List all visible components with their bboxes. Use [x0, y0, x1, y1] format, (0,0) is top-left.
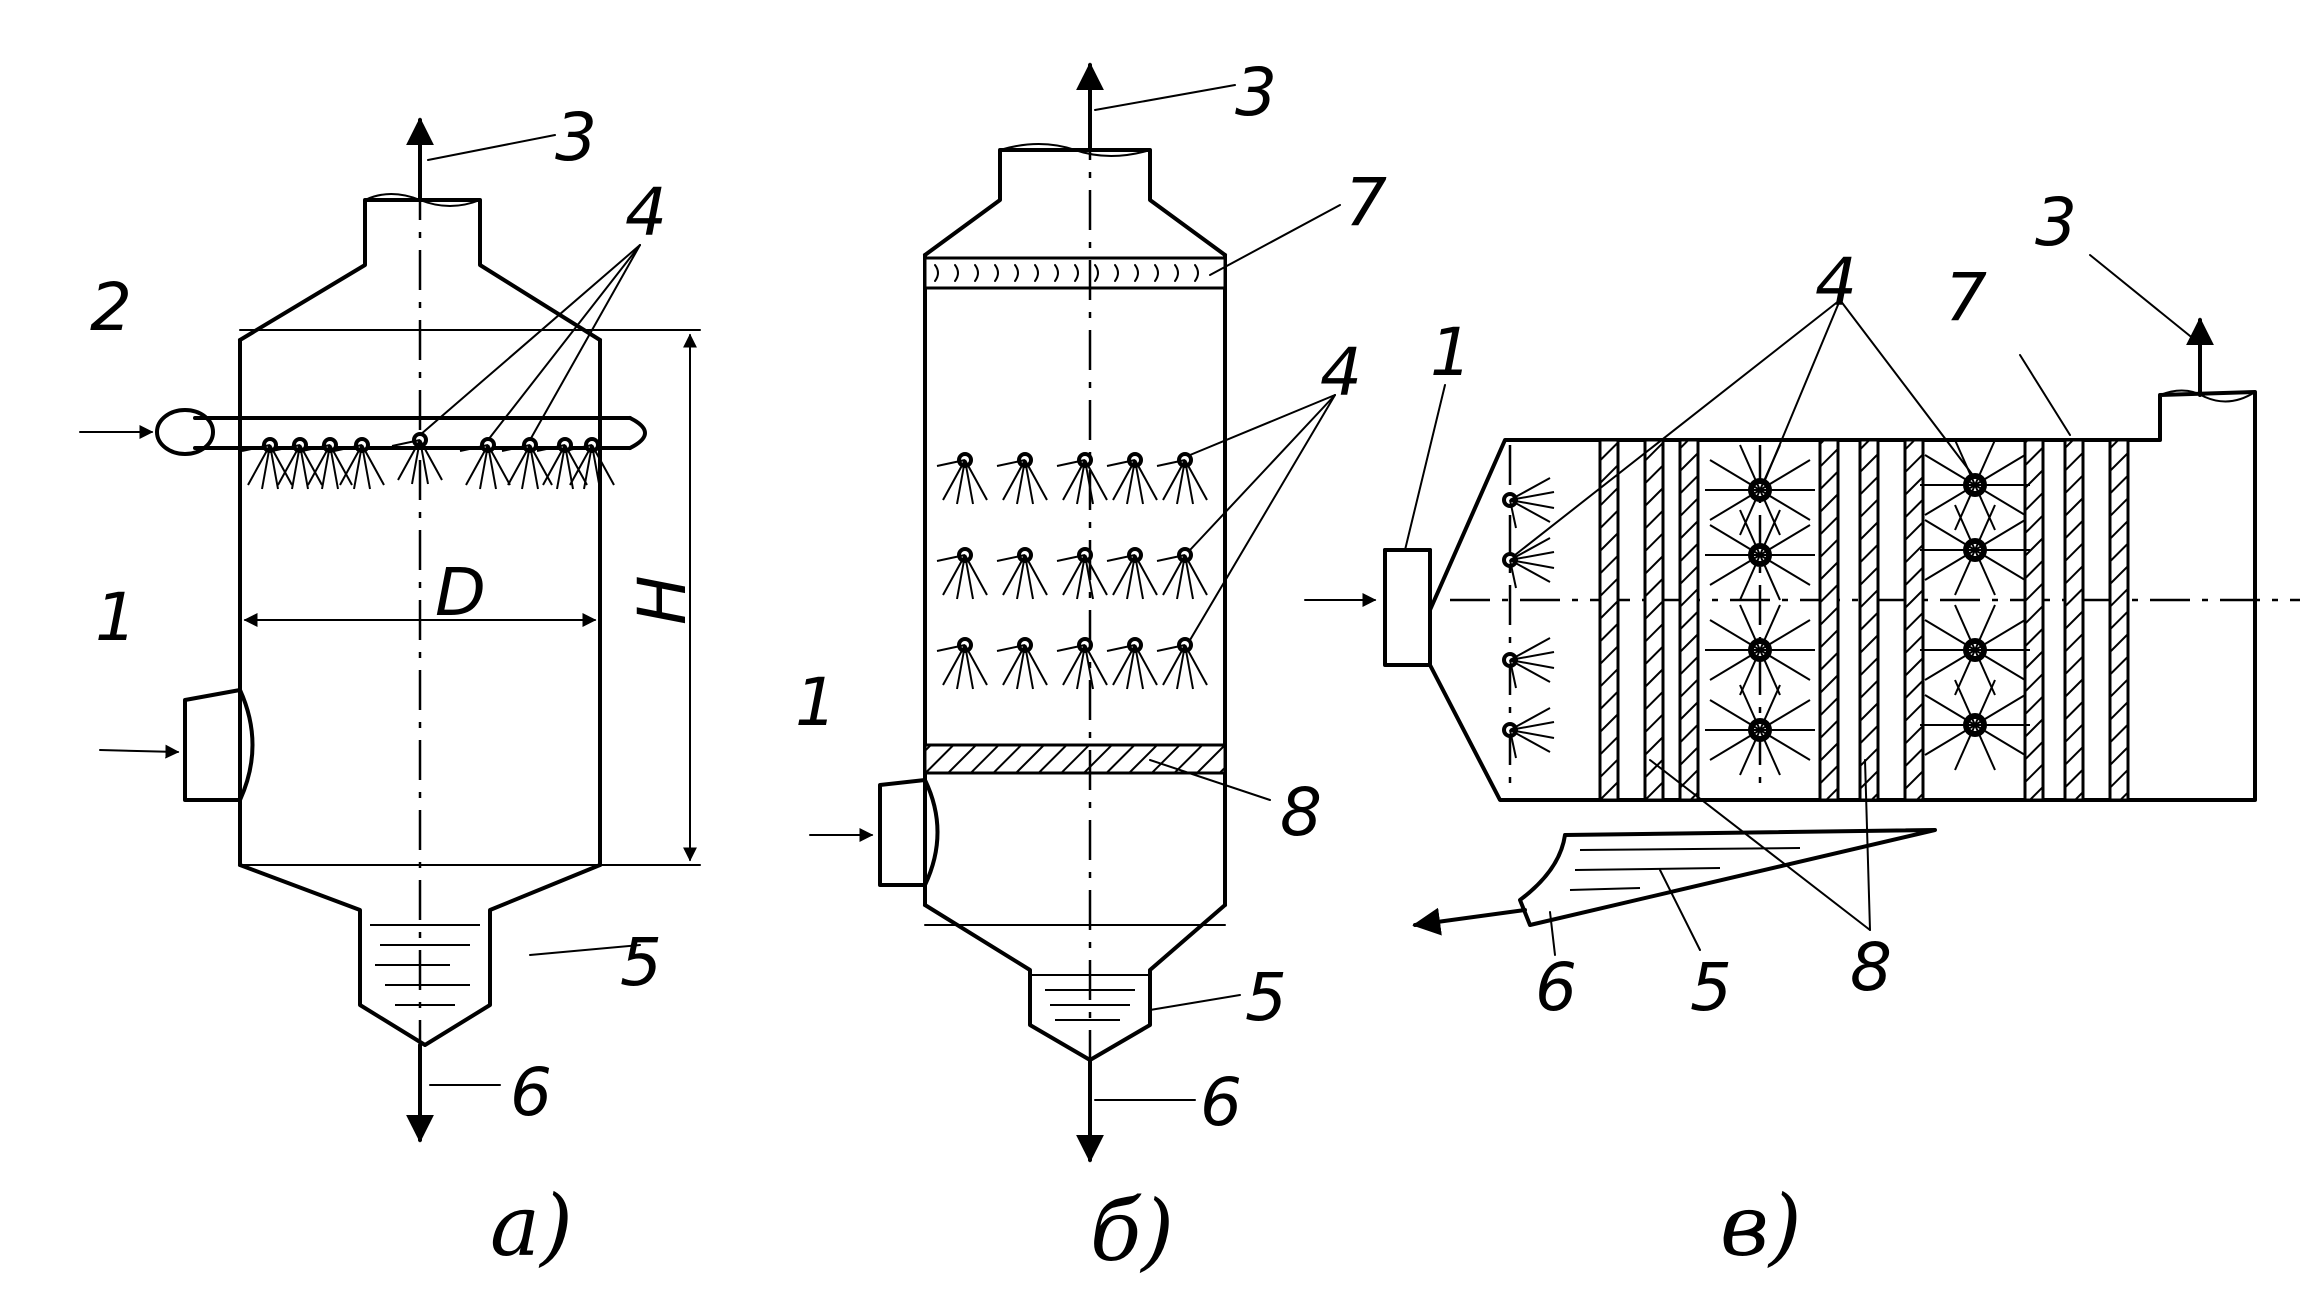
label-sludge-b: 5 [1245, 959, 1287, 1036]
label-sludge-c: 5 [1690, 949, 1732, 1026]
label-sludge-outlet-a: 6 [510, 1054, 552, 1131]
label-sludge-outlet-c: 6 [1535, 949, 1577, 1026]
label-gas-inlet-b: 1 [795, 664, 837, 741]
label-nozzles-c: 4 [1815, 244, 1857, 321]
vessel-a [79, 117, 701, 1143]
label-sludge-outlet-b: 6 [1200, 1064, 1242, 1141]
grid-b [923, 743, 1227, 775]
label-nozzles-a: 4 [625, 174, 667, 251]
caption-b: б) [1090, 1182, 1174, 1280]
nozzles-b [936, 451, 1208, 690]
label-gas-inlet-a: 1 [95, 579, 137, 656]
label-grid-b: 8 [1280, 774, 1322, 851]
label-gas-outlet-c: 3 [2035, 184, 2077, 261]
label-demister-b: 7 [1345, 164, 1387, 241]
label-nozzles-b: 4 [1320, 334, 1362, 411]
label-gas-outlet-a: 3 [555, 99, 597, 176]
caption-a: а) [490, 1177, 573, 1275]
demister-b [923, 256, 1227, 290]
label-gas-inlet-c: 1 [1430, 314, 1472, 391]
vessel-c [1304, 254, 2300, 956]
panel-a: 3 4 2 1 D H 5 6 а) [79, 99, 701, 1275]
label-gas-outlet-b: 3 [1235, 54, 1277, 131]
panel-b: 3 7 4 1 8 5 6 б) [795, 54, 1387, 1280]
label-height-a: H [624, 575, 701, 625]
grids-c [1598, 438, 2130, 802]
label-demister-c: 7 [1945, 259, 1987, 336]
panel-c: 3 4 7 1 8 5 6 в) [1304, 184, 2300, 1275]
caption-c: в) [1720, 1177, 1802, 1275]
sludge-trough-c [1518, 828, 1937, 927]
sludge-a [370, 924, 480, 1006]
label-grids-c: 8 [1850, 929, 1892, 1006]
label-sludge-a: 5 [620, 924, 662, 1001]
label-liquid-inlet-a: 2 [90, 269, 132, 346]
nozzles-a [241, 431, 615, 490]
label-diameter-a: D [435, 554, 486, 631]
vessel-b [809, 62, 1341, 1163]
